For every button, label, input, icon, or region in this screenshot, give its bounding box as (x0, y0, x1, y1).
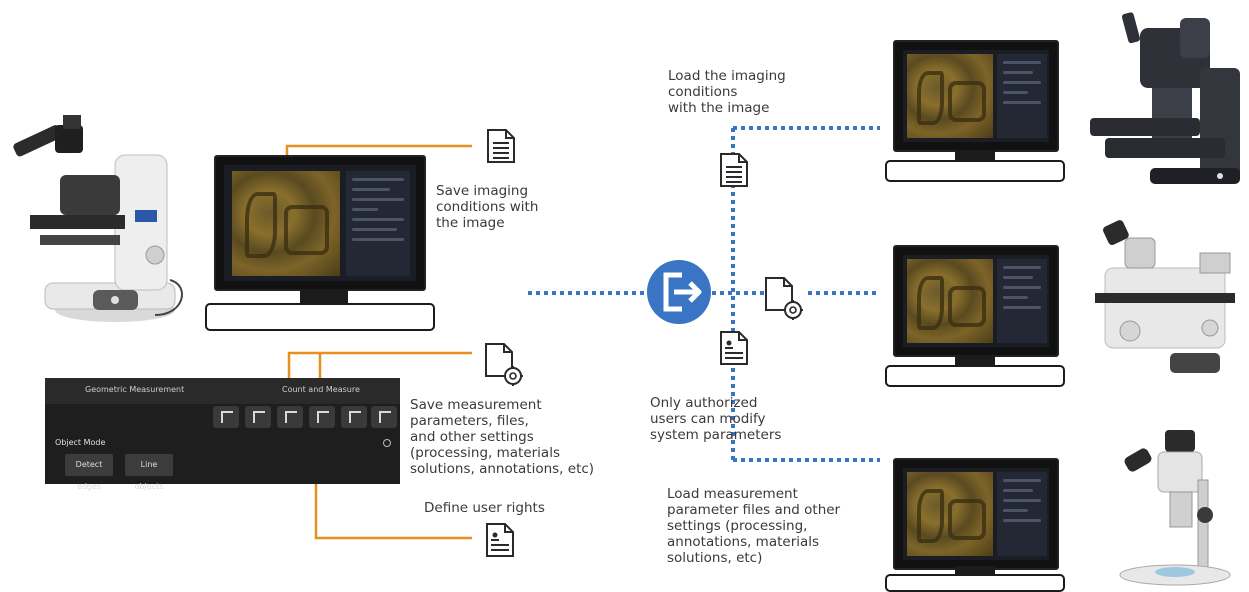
user-rights-document-icon-right (720, 331, 748, 365)
label-save-measurement: Save measurement parameters, files, and … (410, 397, 595, 477)
main-monitor-screen (224, 165, 416, 281)
tab-count-and-measure[interactable]: Count and Measure (282, 385, 360, 394)
right-monitor-top-stand (955, 150, 995, 160)
micro-image (232, 171, 340, 276)
software-side-panel (346, 171, 410, 276)
line-objects-button[interactable]: Line objects (125, 454, 173, 491)
tool-button-rect[interactable] (309, 406, 335, 428)
label-load-measurement: Load measurement parameter files and oth… (667, 486, 841, 566)
right-monitor-middle-base (885, 365, 1065, 387)
tool-button-circle[interactable] (371, 406, 397, 428)
main-monitor-stand (300, 289, 348, 303)
user-rights-document-icon (486, 523, 514, 557)
right-monitor-bottom-screen (903, 468, 1049, 560)
document-icon-right (720, 153, 748, 187)
detect-edges-button[interactable]: Detect edges (65, 454, 113, 491)
right-monitor-top (893, 40, 1059, 152)
right-monitor-bottom-stand (955, 566, 995, 574)
software-panel: Geometric Measurement Count and Measure … (45, 378, 400, 491)
tab-geometric-measurement[interactable]: Geometric Measurement (85, 385, 185, 394)
right-monitor-middle-stand (955, 355, 995, 365)
right-monitor-top-base (885, 160, 1065, 182)
orange-line-user-rights (314, 462, 472, 540)
object-mode-label: Object Mode (55, 438, 106, 447)
tool-button-line[interactable] (245, 406, 271, 428)
upright-microscope (13, 115, 183, 322)
micro-image (907, 259, 993, 343)
right-monitor-bottom (893, 458, 1059, 570)
label-define-rights: Define user rights (424, 500, 545, 516)
main-monitor (214, 155, 426, 291)
software-side-panel (997, 54, 1047, 138)
right-monitor-bottom-base (885, 574, 1065, 592)
tool-button-select[interactable] (213, 406, 239, 428)
settings-file-icon-right (765, 277, 803, 320)
panel-tab-bar (45, 378, 400, 404)
micro-image (907, 54, 993, 138)
label-load-imaging: Load the imaging conditions with the ima… (668, 68, 786, 116)
document-icon (487, 129, 515, 163)
main-monitor-base (205, 303, 435, 331)
label-save-imaging: Save imaging conditions with the image (436, 183, 539, 231)
export-arrow-icon (647, 260, 711, 324)
tool-button-point[interactable] (341, 406, 367, 428)
micro-image (907, 472, 993, 556)
object-mode-indicator (383, 439, 391, 447)
stereo-microscope (1119, 430, 1231, 586)
right-monitor-middle-screen (903, 255, 1049, 347)
digital-microscope (1090, 12, 1240, 184)
right-monitor-middle (893, 245, 1059, 357)
right-monitor-top-screen (903, 50, 1049, 142)
label-authorized-users: Only authorized users can modify system … (650, 395, 782, 443)
tool-button-polyline[interactable] (277, 406, 303, 428)
software-side-panel (997, 472, 1047, 556)
inverted-microscope (1095, 220, 1235, 373)
software-side-panel (997, 259, 1047, 343)
settings-file-icon (485, 343, 523, 386)
